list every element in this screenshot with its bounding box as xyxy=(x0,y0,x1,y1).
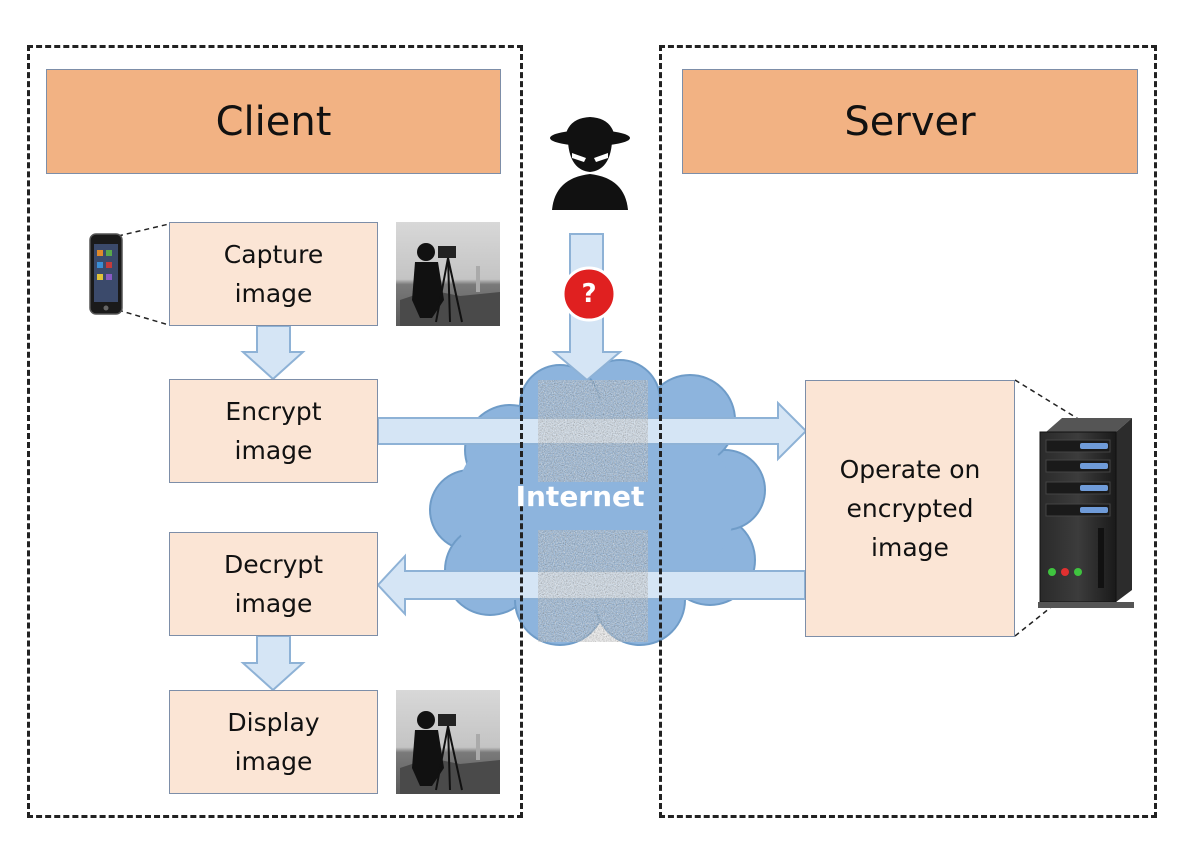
capture-image-step: Capture image xyxy=(169,222,378,326)
capture-line-1: Capture xyxy=(223,240,324,269)
decrypt-to-display-arrow xyxy=(240,635,306,692)
question-badge-text: ? xyxy=(581,279,597,309)
encrypted-image-download xyxy=(538,530,648,642)
display-image-step: Display image xyxy=(169,690,378,794)
display-line-1: Display xyxy=(227,708,320,737)
hacker-icon xyxy=(550,117,630,210)
encrypt-line-1: Encrypt xyxy=(225,397,322,426)
smartphone-icon xyxy=(89,233,123,315)
question-badge-icon xyxy=(561,266,617,322)
operate-line-3: image xyxy=(871,533,949,562)
capture-line-2: image xyxy=(234,279,313,308)
encrypted-image-upload xyxy=(538,380,648,482)
decrypted-photo xyxy=(396,690,500,794)
server-region xyxy=(659,45,1157,818)
operate-encrypted-step: Operate on encrypted image xyxy=(805,380,1015,637)
display-line-2: image xyxy=(234,747,313,776)
capture-to-encrypt-arrow xyxy=(240,325,306,381)
internet-label: Internet xyxy=(515,480,645,513)
client-region xyxy=(27,45,523,818)
server-header: Server xyxy=(682,69,1138,174)
client-header: Client xyxy=(46,69,501,174)
decrypt-line-2: image xyxy=(234,589,313,618)
client-title: Client xyxy=(215,98,332,145)
operate-line-2: encrypted xyxy=(846,494,974,523)
encrypt-line-2: image xyxy=(234,436,313,465)
server-title: Server xyxy=(844,98,976,145)
decrypt-line-1: Decrypt xyxy=(223,550,324,579)
captured-photo xyxy=(396,222,500,326)
decrypt-image-step: Decrypt image xyxy=(169,532,378,636)
operate-line-1: Operate on xyxy=(839,455,981,484)
server-tower-icon xyxy=(1038,418,1134,608)
encrypt-image-step: Encrypt image xyxy=(169,379,378,483)
